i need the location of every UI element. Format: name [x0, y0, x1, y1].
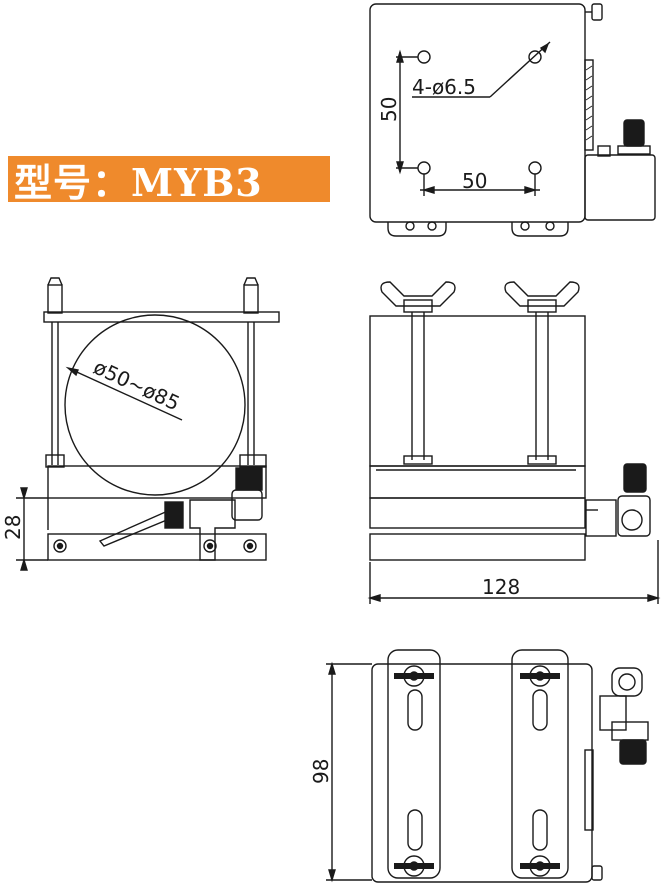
bottom-height-dimension: 98: [309, 759, 333, 784]
sample-circle: [64, 314, 246, 496]
front-base-block: [47, 465, 267, 499]
model-label-badge: 型号：MYB3: [8, 156, 330, 205]
side-view: [367, 281, 661, 604]
top-view-tab-right: [511, 222, 569, 237]
top-view-side-block: [584, 154, 656, 221]
mount-hole: [528, 50, 542, 64]
front-height-dimension: 28: [1, 515, 25, 540]
wing-nut-left: [380, 281, 456, 307]
mount-hole: [417, 161, 431, 175]
side-width-dimension: 128: [482, 575, 520, 599]
side-mid-block: [369, 497, 586, 529]
bottom-clamp-right: [511, 649, 569, 879]
front-right-post: [243, 284, 259, 314]
front-base-plate: [47, 533, 267, 561]
wing-nut-right: [504, 281, 580, 307]
mount-hole: [528, 161, 542, 175]
top-view-knob: [623, 119, 645, 147]
bottom-body: [371, 663, 593, 883]
top-height-dimension: 50: [377, 97, 401, 122]
top-view-pin: [591, 3, 603, 21]
spring-hatch: [585, 65, 593, 141]
side-body: [369, 315, 586, 467]
front-view: [16, 277, 280, 571]
top-view-tab-left: [387, 222, 447, 237]
front-left-post: [47, 284, 63, 314]
bottom-clamp-left: [387, 649, 441, 879]
front-lever: [98, 509, 176, 547]
side-lower-block: [369, 465, 586, 499]
top-width-dimension: 50: [462, 169, 487, 193]
model-label: 型号：MYB3: [14, 159, 263, 205]
front-bracket: [189, 499, 236, 561]
front-top-bar: [43, 311, 280, 323]
top-view: [369, 3, 656, 237]
side-base-plate: [369, 533, 586, 561]
hole-callout: 4-ø6.5: [412, 75, 476, 99]
mount-hole: [417, 50, 431, 64]
bottom-view: [326, 649, 649, 883]
top-view-spring: [584, 59, 594, 151]
